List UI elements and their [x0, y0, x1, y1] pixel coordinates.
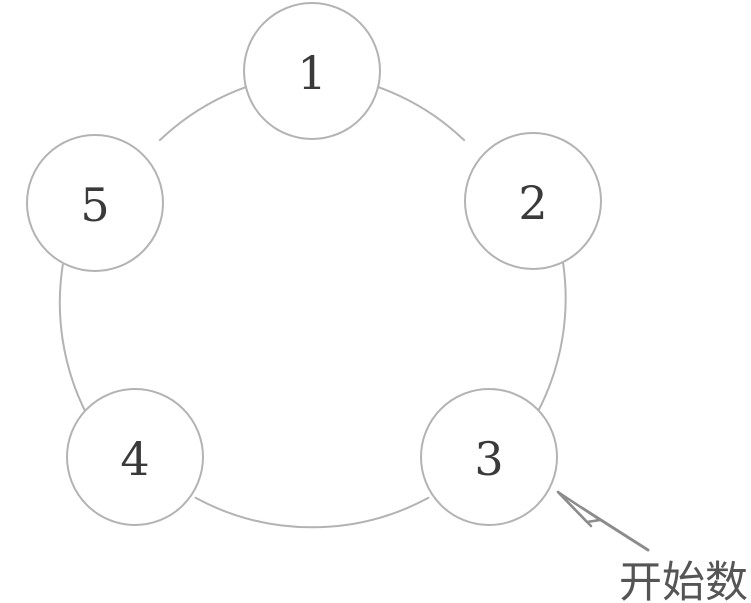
start-annotation-arrow [556, 490, 650, 552]
node-5-label: 5 [80, 178, 109, 232]
node-1-circle[interactable] [243, 2, 381, 140]
link-arc-4-5 [58, 263, 87, 413]
node-3-circle[interactable] [420, 388, 558, 526]
node-4-label: 4 [120, 432, 149, 486]
node-5[interactable]: 5 [26, 134, 164, 272]
arrow-head-icon [556, 490, 602, 524]
node-2-label: 2 [518, 176, 547, 230]
start-count-label: 开始数 [619, 558, 748, 603]
node-3-label: 3 [474, 432, 503, 486]
link-arc-2-3 [537, 261, 567, 412]
node-3[interactable]: 3 [420, 388, 558, 526]
node-4-circle[interactable] [66, 388, 204, 526]
node-5-circle[interactable] [26, 134, 164, 272]
link-arc-5-1 [158, 86, 247, 142]
node-2[interactable]: 2 [464, 132, 602, 270]
node-1-label: 1 [297, 46, 326, 100]
node-2-circle[interactable] [464, 132, 602, 270]
link-arc-3-4 [194, 496, 430, 529]
node-1[interactable]: 1 [243, 2, 381, 140]
link-arc-1-2 [377, 86, 466, 142]
link-group [58, 86, 567, 529]
arrow-head-inner-line [556, 490, 593, 528]
node-4[interactable]: 4 [66, 388, 204, 526]
